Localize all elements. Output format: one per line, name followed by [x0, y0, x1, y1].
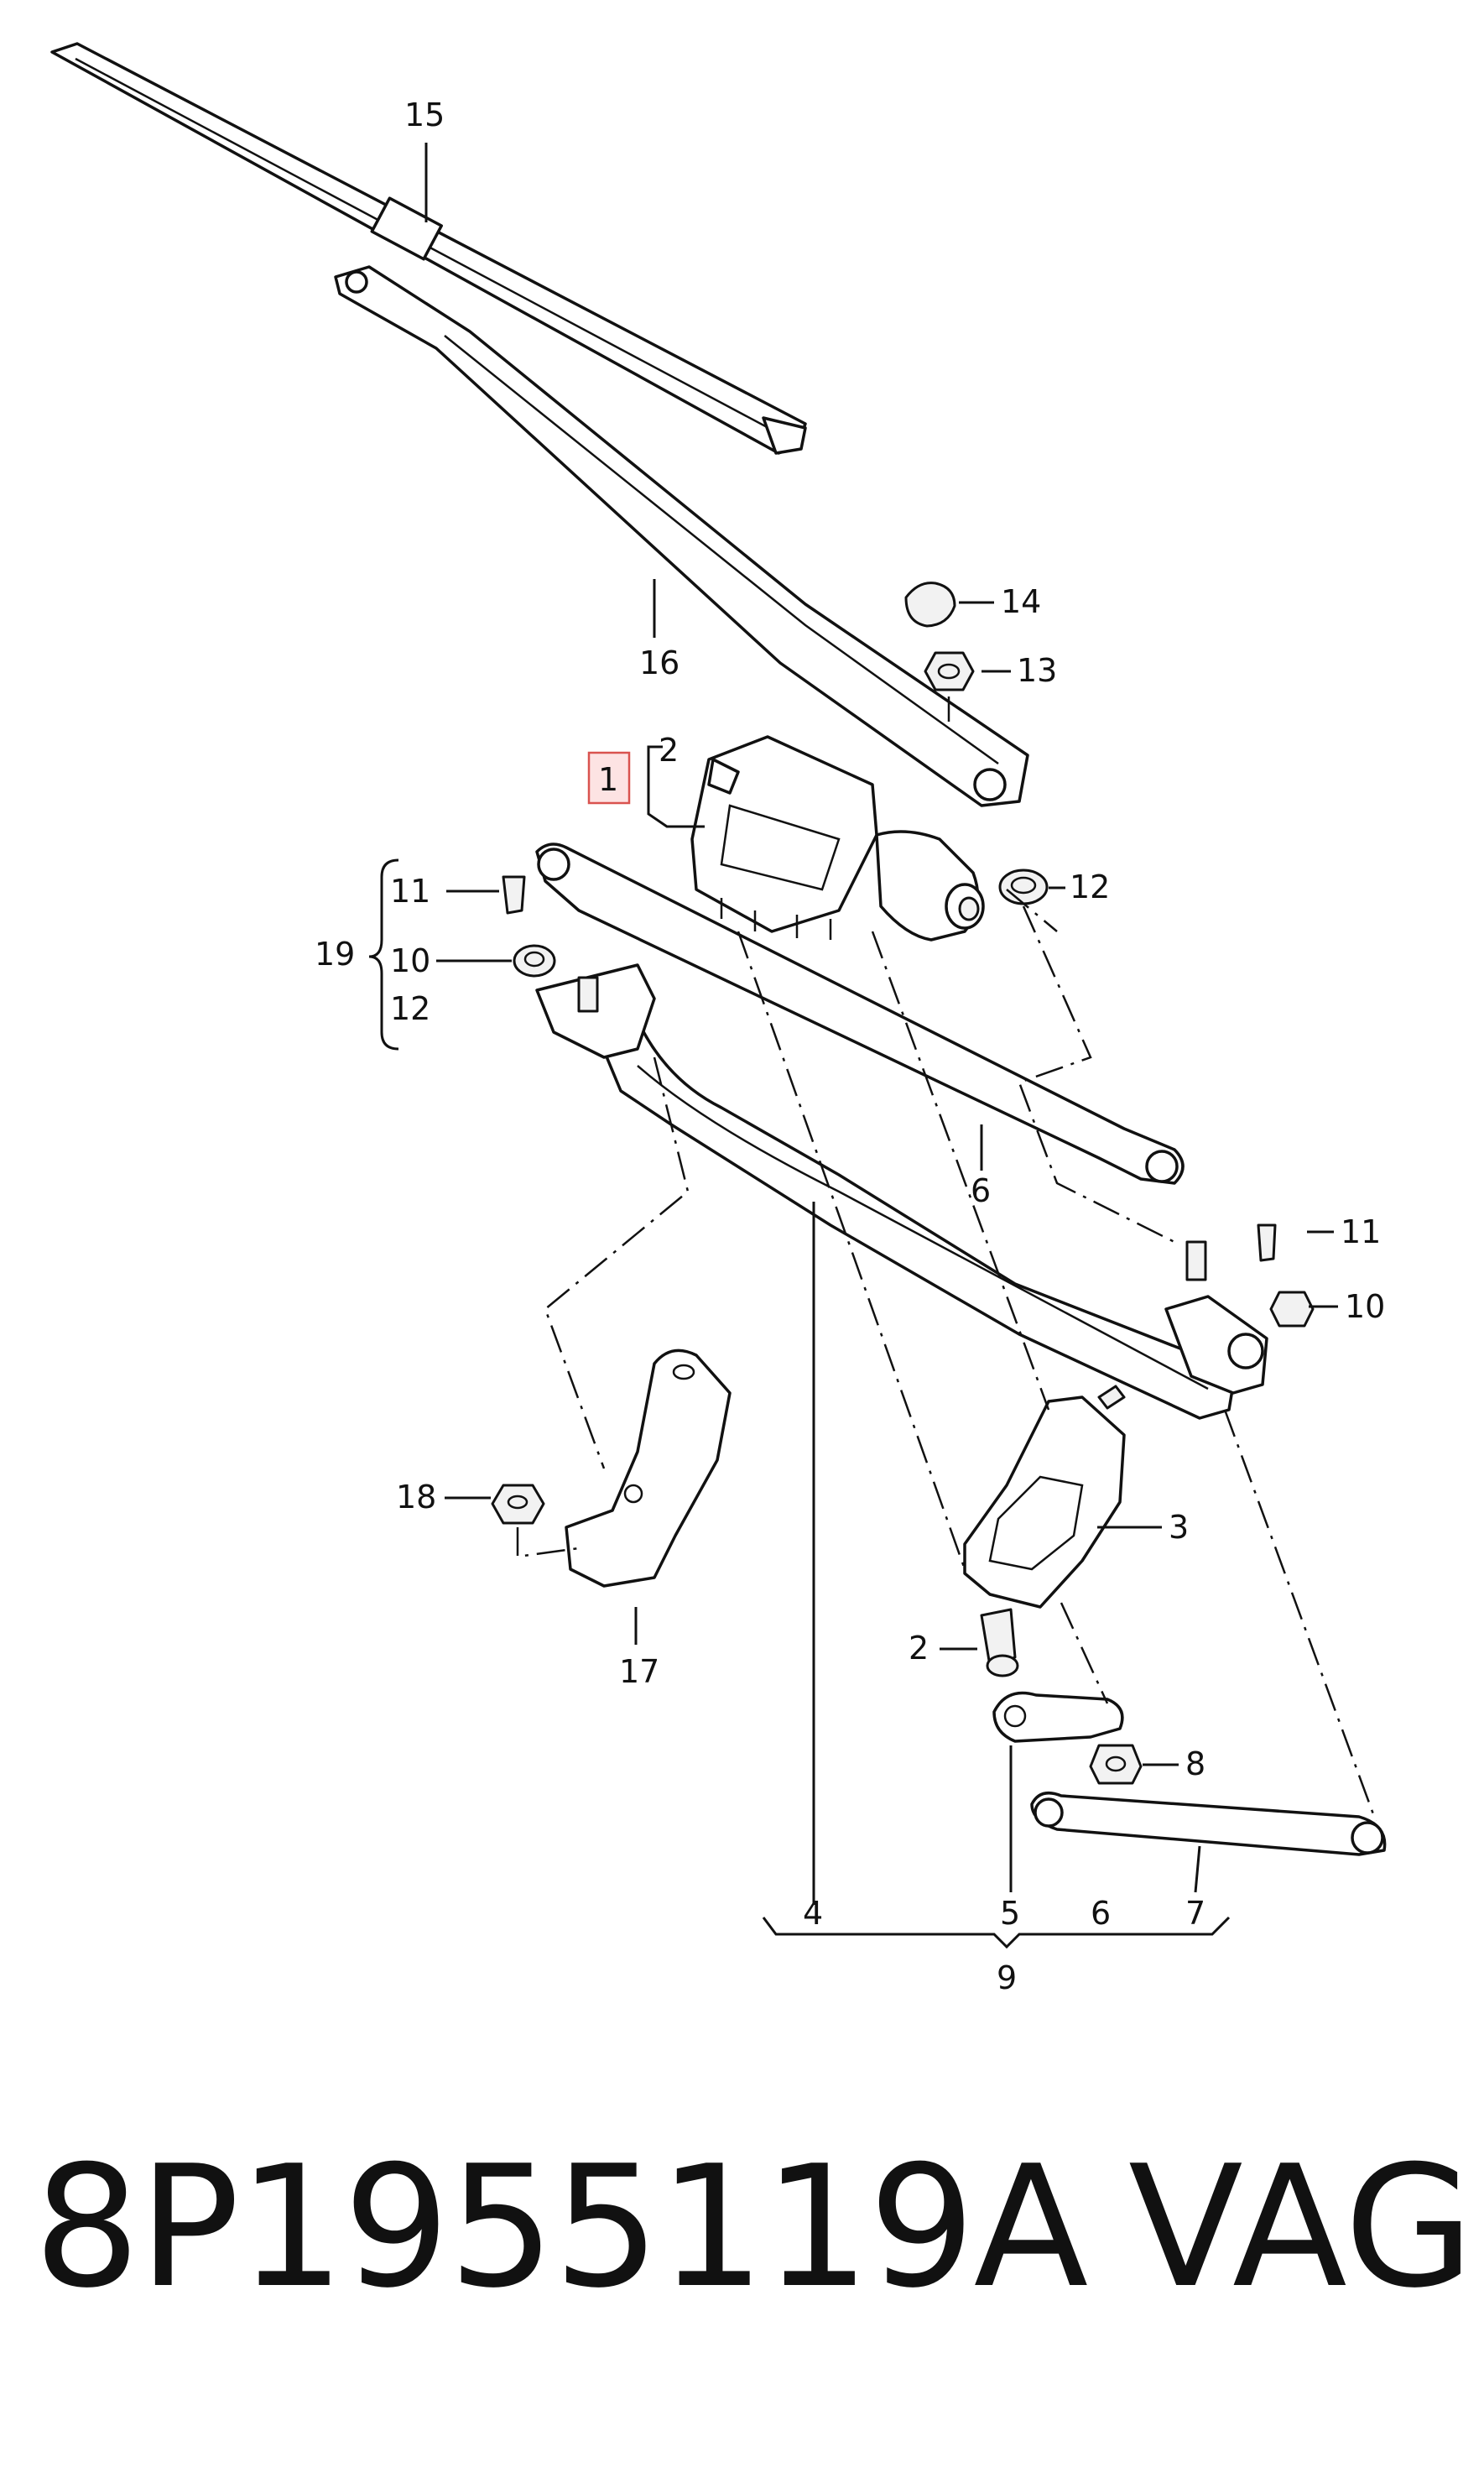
crank-5	[992, 1691, 1124, 1743]
assembly-lines	[516, 696, 1377, 1822]
brand-label: VAG	[1128, 2130, 1475, 2325]
bracket-3	[963, 1385, 1126, 1609]
callout-19: 19	[315, 936, 355, 973]
callout-1: 1	[598, 761, 618, 798]
callout-3: 3	[1169, 1509, 1189, 1546]
nut-13	[924, 651, 975, 691]
wiper-blade	[50, 42, 807, 455]
callout-9: 9	[997, 1959, 1017, 1996]
nut-8	[1089, 1744, 1143, 1785]
bracket-17	[565, 1349, 732, 1588]
part-number: 8P1955119A	[34, 2130, 1088, 2325]
callout-10-right: 10	[1345, 1288, 1385, 1325]
callout-2-upper: 2	[659, 732, 679, 769]
callout-10-left: 10	[390, 942, 430, 979]
callout-16: 16	[639, 644, 680, 681]
callout-6-upper: 6	[971, 1172, 991, 1209]
callout-6-lower: 6	[1091, 1895, 1111, 1932]
grommet-12	[998, 869, 1049, 905]
callout-labels: 15 16 14 13 1 2 12 11 19 10 12 6 11 10 3…	[315, 97, 1385, 1996]
callout-7: 7	[1185, 1895, 1205, 1932]
screw-2	[980, 1608, 1019, 1677]
connecting-rod-upper	[535, 843, 1185, 1185]
callout-1-highlight	[587, 751, 631, 805]
cap	[904, 582, 956, 628]
callout-14: 14	[1001, 583, 1041, 620]
callout-13: 13	[1017, 652, 1057, 689]
callout-18: 18	[396, 1479, 436, 1515]
callout-5: 5	[1000, 1895, 1020, 1932]
callout-11-right: 11	[1341, 1213, 1381, 1250]
right-pivot	[1164, 1223, 1315, 1395]
callout-12-right: 12	[1070, 869, 1110, 905]
callout-15: 15	[404, 97, 445, 133]
callout-4: 4	[803, 1895, 823, 1932]
left-pivot	[502, 875, 656, 1059]
callout-12-left: 12	[390, 990, 430, 1027]
callout-11-left: 11	[390, 873, 430, 910]
callout-8: 8	[1185, 1745, 1205, 1782]
callout-17: 17	[619, 1653, 659, 1690]
wiper-motor	[690, 735, 985, 942]
lower-rod-7	[1030, 1791, 1387, 1856]
wiper-arm	[334, 265, 1029, 807]
nut-18	[491, 1484, 545, 1525]
callout-2-lower: 2	[909, 1630, 929, 1667]
leader-lines	[368, 143, 1338, 1949]
